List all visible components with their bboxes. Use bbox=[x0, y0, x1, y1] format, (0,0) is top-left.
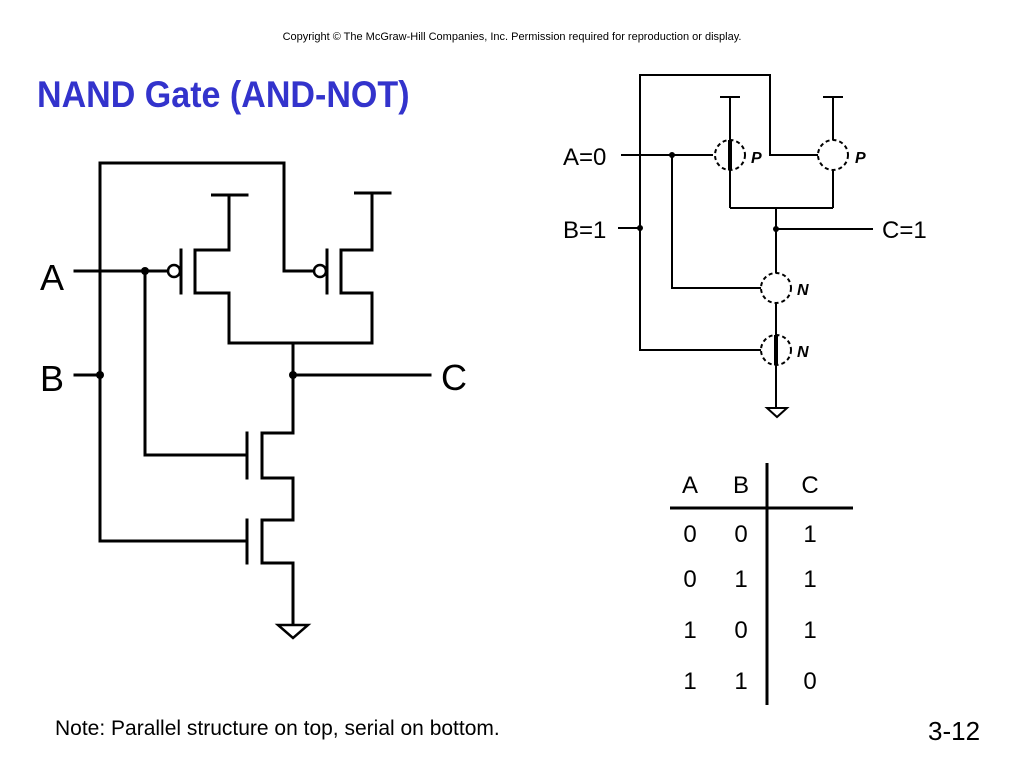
right-pmos2-switch bbox=[817, 139, 849, 171]
table-cell: 0 bbox=[683, 521, 696, 548]
left-nand-schematic: A B C bbox=[40, 161, 467, 640]
right-input-b-label: B=1 bbox=[563, 217, 606, 244]
nmos-series-link bbox=[260, 476, 295, 522]
table-header-a: A bbox=[682, 472, 698, 499]
junction-dot bbox=[289, 371, 297, 379]
right-nmos1-gate-wire bbox=[671, 155, 762, 289]
right-pmos1-label: P bbox=[751, 150, 762, 167]
input-b-loop bbox=[98, 161, 315, 377]
right-nmos1-switch bbox=[760, 272, 792, 304]
table-cell: 1 bbox=[803, 566, 816, 593]
left-input-b-label: B bbox=[40, 358, 64, 399]
table-cell: 1 bbox=[803, 521, 816, 548]
table-cell: 0 bbox=[803, 668, 816, 695]
right-nmos1-label: N bbox=[797, 282, 809, 299]
page-number: 3-12 bbox=[928, 716, 981, 746]
left-input-a-label: A bbox=[40, 257, 64, 298]
table-cell: 1 bbox=[683, 668, 696, 695]
nmos2-source bbox=[260, 561, 295, 627]
table-cell: 1 bbox=[734, 566, 747, 593]
right-output-label: C=1 bbox=[882, 217, 927, 244]
table-header-c: C bbox=[801, 472, 818, 499]
pmos1-source bbox=[193, 193, 249, 252]
ground-icon bbox=[274, 623, 312, 640]
right-nmos2-label: N bbox=[797, 344, 809, 361]
right-input-a-label: A=0 bbox=[563, 144, 606, 171]
slide-note: Note: Parallel structure on top, serial … bbox=[55, 717, 500, 740]
pmos-drain-join bbox=[193, 291, 374, 345]
table-cell: 0 bbox=[734, 617, 747, 644]
truth-table: A B C 0 0 1 0 1 1 1 0 1 1 1 0 bbox=[670, 463, 853, 705]
pmos1-bubble bbox=[166, 263, 182, 279]
nmos2-gate-wire bbox=[98, 373, 249, 543]
left-output-c-label: C bbox=[441, 357, 467, 398]
pmos2-drain bbox=[339, 291, 374, 345]
pmos2-source bbox=[339, 191, 392, 252]
nmos1-gate-wire bbox=[143, 269, 249, 457]
table-cell: 0 bbox=[683, 566, 696, 593]
right-pmos2-label: P bbox=[855, 150, 866, 167]
table-cell: 0 bbox=[734, 521, 747, 548]
junction-dot bbox=[773, 226, 779, 232]
table-cell: 1 bbox=[683, 617, 696, 644]
right-b-top-loop bbox=[639, 74, 819, 228]
right-nmos2-gate-wire bbox=[639, 228, 762, 351]
table-cell: 1 bbox=[803, 617, 816, 644]
pmos2-bubble bbox=[312, 263, 328, 279]
ground-icon bbox=[764, 407, 790, 419]
copyright-notice: Copyright © The McGraw-Hill Companies, I… bbox=[282, 31, 742, 43]
right-switch-model: P P N N A=0 B=1 C=1 bbox=[563, 74, 927, 419]
table-header-b: B bbox=[733, 472, 749, 499]
table-cell: 1 bbox=[734, 668, 747, 695]
slide-title: NAND Gate (AND-NOT) bbox=[37, 74, 410, 115]
